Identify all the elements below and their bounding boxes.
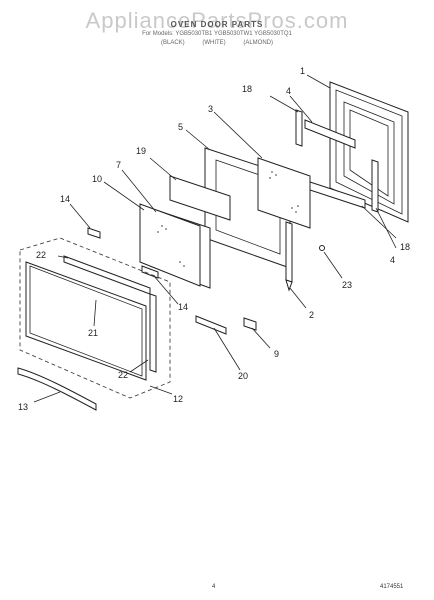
finish-labels: (BLACK) (WHITE) (ALMOND) (0, 40, 434, 46)
watermark: AppliancePartsPros.com (85, 8, 349, 33)
callout-14-lower: 14 (178, 302, 188, 312)
part-12-door-assembly-outline (19, 237, 171, 399)
part-20-vent-strip (195, 315, 227, 335)
part-2-channel-tip (285, 279, 293, 292)
part-21-outer-door-panel (25, 261, 147, 381)
part-4-upper-bracket (304, 119, 356, 149)
finish-label-black: (BLACK) (160, 40, 185, 46)
finish-label-white: (WHITE) (202, 40, 226, 46)
callout-4-upper: 4 (286, 86, 291, 96)
callout-5: 5 (178, 122, 183, 132)
model-numbers: For Models: YGB5030TB1 YGB5030TW1 YGB503… (142, 31, 292, 37)
callout-10: 10 (92, 174, 102, 184)
part-2-channel (285, 221, 293, 283)
callout-3: 3 (208, 104, 213, 114)
part-19-baffle (169, 175, 231, 221)
part-18-right-trim (371, 159, 379, 213)
callout-18-upper: 18 (242, 84, 252, 94)
callout-22-lower: 22 (118, 370, 128, 380)
callout-22-upper: 22 (36, 250, 46, 260)
callout-14-upper: 14 (60, 194, 70, 204)
leader-lines (33, 74, 397, 403)
callout-7: 7 (116, 160, 121, 170)
part-14-upper-clip (87, 227, 101, 239)
part-9-latch (243, 317, 257, 331)
part-13-handle (17, 367, 97, 411)
part-18-left-trim (295, 109, 303, 147)
part-14-lower-clip (141, 265, 159, 279)
callout-9: 9 (274, 349, 279, 359)
part-23-screw (319, 245, 325, 251)
part-10-outer-glass (139, 203, 201, 287)
part-22-side-trim (149, 293, 157, 373)
callout-4-lower: 4 (390, 255, 395, 265)
callout-labels: 1 2 3 4 4 5 7 9 10 12 13 14 14 18 18 19 … (18, 66, 410, 412)
page-number: 4 (212, 584, 216, 590)
callout-2: 2 (309, 310, 314, 320)
callout-19: 19 (136, 146, 146, 156)
finish-label-almond: (ALMOND) (243, 40, 273, 46)
diagram-title: OVEN DOOR PARTS (170, 20, 264, 29)
callout-1: 1 (300, 66, 305, 76)
callout-20: 20 (238, 371, 248, 381)
callout-21: 21 (88, 328, 98, 338)
callout-23: 23 (342, 280, 352, 290)
part-1-door-frame (329, 81, 409, 223)
callout-18-lower: 18 (400, 242, 410, 252)
part-3-inner-glass (257, 157, 311, 229)
document-number: 4174551 (380, 584, 404, 590)
callout-13: 13 (18, 402, 28, 412)
callout-12: 12 (173, 394, 183, 404)
